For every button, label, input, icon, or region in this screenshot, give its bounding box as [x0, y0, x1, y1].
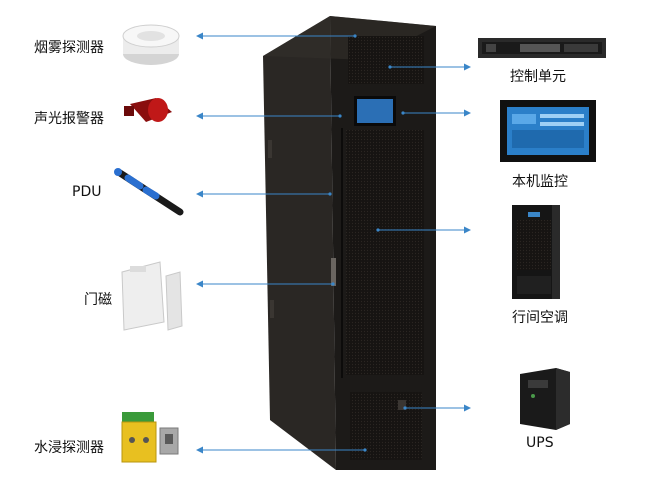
server-cabinet	[263, 16, 436, 470]
touch-monitor-icon	[500, 100, 596, 162]
strobe-alarm-icon	[124, 98, 172, 122]
label-strobe-alarm: 声光报警器	[34, 111, 104, 127]
label-door-sensor: 门磁	[84, 292, 112, 308]
cabinet-side-panel	[263, 16, 336, 470]
pdu-power-strip-icon	[114, 168, 184, 216]
control-unit-icon	[478, 38, 606, 58]
ups-icon	[520, 368, 570, 430]
cabinet-door-mesh	[346, 130, 424, 375]
cabinet-door-handle	[331, 258, 336, 286]
hinge-mark	[268, 140, 272, 158]
door-magnetic-sensor-icon	[121, 261, 183, 331]
water-leak-detector-icon	[121, 412, 179, 463]
arrow-origin-dots	[328, 34, 407, 452]
label-water-detector: 水浸探测器	[34, 440, 104, 456]
cabinet-touch-screen	[357, 99, 393, 123]
hinge-mark	[270, 300, 274, 318]
cabinet-top-vent	[348, 36, 424, 84]
label-ups: UPS	[526, 435, 554, 451]
in-row-ac-icon	[512, 205, 560, 299]
label-control-unit: 控制单元	[510, 69, 566, 85]
label-smoke-detector: 烟雾探测器	[34, 40, 104, 56]
label-local-monitor: 本机监控	[512, 174, 568, 190]
connector-arrows	[196, 32, 471, 454]
cabinet-bottom-vent	[350, 392, 422, 460]
smoke-detector-icon	[122, 24, 180, 65]
cabinet-bottom-switch	[398, 400, 406, 410]
label-pdu: PDU	[72, 184, 102, 200]
label-in-row-ac: 行间空调	[512, 310, 568, 326]
